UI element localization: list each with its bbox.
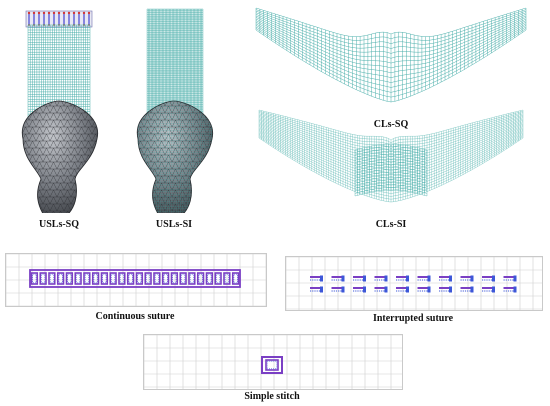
usls-si-skull-overlay bbox=[137, 101, 213, 213]
continuous-loop bbox=[179, 272, 187, 285]
simple-stitch-grid bbox=[144, 335, 402, 389]
interrupted-stitch bbox=[417, 275, 431, 282]
cls-sq-caption: CLs-SQ bbox=[373, 119, 409, 130]
continuous-loop bbox=[100, 272, 109, 285]
interrupted-stitches bbox=[310, 275, 517, 293]
continuous-loop bbox=[30, 272, 39, 285]
interrupted-suture-panel bbox=[285, 256, 543, 311]
interrupted-grid bbox=[286, 257, 542, 310]
cls-sq-sheet bbox=[255, 7, 527, 103]
cls-si-cap bbox=[354, 143, 428, 197]
interrupted-stitch bbox=[374, 275, 388, 282]
continuous-loop bbox=[231, 272, 240, 285]
continuous-loop bbox=[161, 272, 170, 285]
usls-sq-skull bbox=[21, 100, 99, 213]
continuous-loop bbox=[39, 272, 47, 285]
usls-sq-mesh-figure bbox=[18, 5, 100, 213]
continuous-loop bbox=[126, 272, 135, 285]
continuous-loop bbox=[214, 272, 222, 285]
simple-stitch-loop bbox=[265, 359, 279, 371]
interrupted-suture-diagram bbox=[286, 257, 542, 310]
continuous-loop bbox=[170, 272, 179, 285]
interrupted-stitch bbox=[310, 275, 323, 282]
usls-si-skull bbox=[136, 100, 214, 213]
clamp-bar bbox=[25, 10, 93, 28]
interrupted-stitch bbox=[353, 275, 366, 282]
interrupted-stitch bbox=[460, 286, 474, 293]
interrupted-stitch bbox=[439, 275, 452, 282]
interrupted-stitch bbox=[374, 286, 388, 293]
continuous-loop bbox=[83, 272, 91, 285]
cls-si-mesh-figure bbox=[255, 104, 527, 216]
continuous-loop bbox=[135, 272, 144, 285]
simple-stitch-diagram bbox=[144, 335, 402, 389]
interrupted-stitch bbox=[417, 286, 431, 293]
continuous-suture-band bbox=[29, 269, 241, 288]
simple-stitch-caption: Simple stitch bbox=[244, 391, 300, 402]
interrupted-suture-caption: Interrupted suture bbox=[372, 313, 454, 324]
continuous-suture-diagram bbox=[6, 254, 266, 306]
interrupted-stitch bbox=[439, 286, 452, 293]
interrupted-stitch bbox=[331, 275, 345, 282]
continuous-loop bbox=[196, 272, 205, 285]
cls-sq-mesh bbox=[255, 7, 527, 103]
usls-sq-mesh bbox=[21, 10, 99, 213]
simple-stitch-panel bbox=[143, 334, 403, 390]
cls-si-cap-grid bbox=[354, 143, 428, 197]
continuous-suture-caption: Continuous suture bbox=[95, 311, 175, 322]
continuous-loop bbox=[205, 272, 214, 285]
interrupted-stitch bbox=[396, 286, 409, 293]
cls-si-mesh bbox=[258, 109, 524, 203]
continuous-loop bbox=[144, 272, 152, 285]
simple-stitch-mark bbox=[261, 356, 283, 374]
continuous-loop bbox=[109, 272, 117, 285]
interrupted-stitch bbox=[503, 286, 517, 293]
interrupted-stitch bbox=[396, 275, 409, 282]
continuous-loop bbox=[118, 272, 126, 285]
continuous-loop bbox=[91, 272, 100, 285]
continuous-loop bbox=[74, 272, 82, 285]
usls-si-caption: USLs-SI bbox=[155, 219, 193, 230]
interrupted-stitch bbox=[503, 275, 517, 282]
usls-si-mesh bbox=[136, 8, 214, 213]
cls-sq-mesh-figure bbox=[250, 4, 532, 116]
continuous-loop bbox=[188, 272, 196, 285]
usls-sq-caption: USLs-SQ bbox=[38, 219, 79, 230]
interrupted-stitch bbox=[353, 286, 366, 293]
interrupted-stitch bbox=[310, 286, 323, 293]
continuous-loop bbox=[48, 272, 56, 285]
interrupted-stitch bbox=[482, 286, 495, 293]
interrupted-stitch bbox=[460, 275, 474, 282]
cls-si-caption: CLs-SI bbox=[375, 219, 407, 230]
continuous-suture-panel bbox=[5, 253, 267, 307]
continuous-loop bbox=[65, 272, 74, 285]
continuous-loop bbox=[56, 272, 65, 285]
interrupted-stitch bbox=[331, 286, 345, 293]
usls-si-mesh-figure bbox=[133, 5, 215, 213]
interrupted-stitch bbox=[482, 275, 495, 282]
continuous-loop bbox=[223, 272, 231, 285]
continuous-loop bbox=[153, 272, 161, 285]
